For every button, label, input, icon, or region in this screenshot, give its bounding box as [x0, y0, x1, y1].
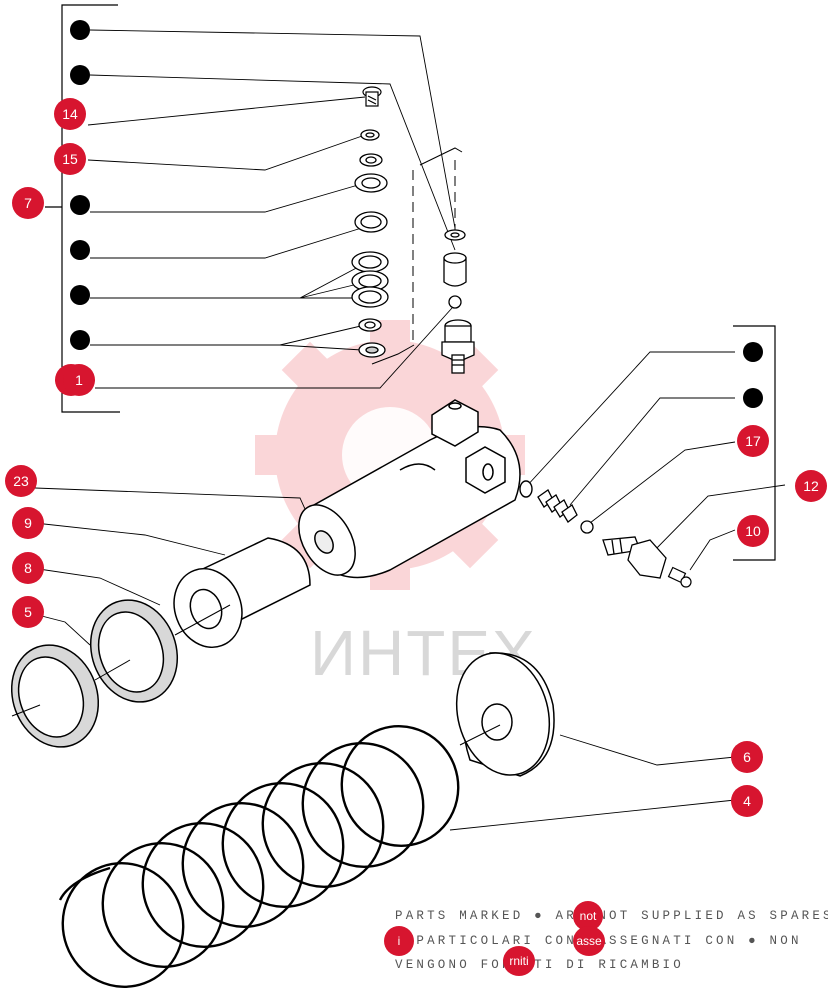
callout-9: 9 [12, 507, 44, 539]
washer-stack [351, 129, 389, 358]
svg-text:4: 4 [743, 793, 751, 809]
bullet-marker [70, 65, 90, 85]
callout-8: 8 [12, 552, 44, 584]
cylinder-body [298, 399, 521, 579]
coil-spring [58, 725, 460, 988]
left-bracket [45, 4, 120, 413]
svg-text:14: 14 [62, 106, 78, 122]
svg-text:5: 5 [24, 604, 32, 620]
callout-5: 5 [12, 596, 44, 628]
svg-text:10: 10 [745, 523, 761, 539]
dash-guides [412, 160, 456, 345]
svg-text:12: 12 [803, 478, 819, 494]
svg-text:15: 15 [62, 151, 78, 167]
bullet-marker [70, 20, 90, 40]
bullet-markers [70, 20, 763, 408]
grease-nipple [667, 566, 692, 588]
ball-small [580, 520, 594, 534]
bullet-marker [70, 195, 90, 215]
o-ring-small [519, 480, 533, 498]
bullet-marker [70, 240, 90, 260]
footnote-overlay-rniti: rniti [503, 946, 535, 976]
bullet-marker [70, 330, 90, 350]
callout-6: 6 [731, 741, 763, 773]
ring-part-8 [89, 599, 179, 703]
bullet-marker [743, 388, 763, 408]
guide-ticks [371, 147, 463, 365]
footnote-line-italian-2: VENGONO FORNITI DI RICAMBIO [395, 958, 684, 972]
svg-text:9: 9 [24, 515, 32, 531]
spring-seat-disc [455, 652, 555, 777]
plug-bolt [602, 536, 667, 579]
svg-text:17: 17 [745, 433, 761, 449]
bullet-marker [743, 342, 763, 362]
callout-23: 23 [5, 465, 37, 497]
callout-17: 17 [737, 425, 769, 457]
bullet-marker [70, 285, 90, 305]
svg-text:23: 23 [13, 473, 29, 489]
valve-cap [443, 229, 467, 309]
spring-small [537, 489, 578, 523]
svg-text:6: 6 [743, 749, 751, 765]
bushing-part [173, 537, 311, 648]
callout-4: 4 [731, 785, 763, 817]
nipple-fitting [441, 319, 475, 374]
callout-1: 1 [55, 364, 95, 396]
callout-12: 12 [795, 470, 827, 502]
svg-text:1: 1 [75, 372, 83, 388]
svg-text:7: 7 [24, 195, 32, 211]
svg-text:8: 8 [24, 560, 32, 576]
ring-part-5 [10, 644, 100, 748]
right-bracket [733, 325, 776, 561]
callout-10: 10 [737, 515, 769, 547]
footnote-overlay-i: i [384, 926, 414, 956]
callout-15: 15 [54, 143, 86, 175]
footnote-line-english: PARTS MARKED ● ARE NOT SUPPLIED AS SPARE… [395, 909, 828, 923]
axis-guides [94, 604, 501, 746]
callout-7: 7 [12, 187, 44, 219]
footnote-overlay-asse: asse [573, 926, 605, 956]
callout-14: 14 [54, 98, 86, 130]
screw-part [362, 86, 382, 107]
